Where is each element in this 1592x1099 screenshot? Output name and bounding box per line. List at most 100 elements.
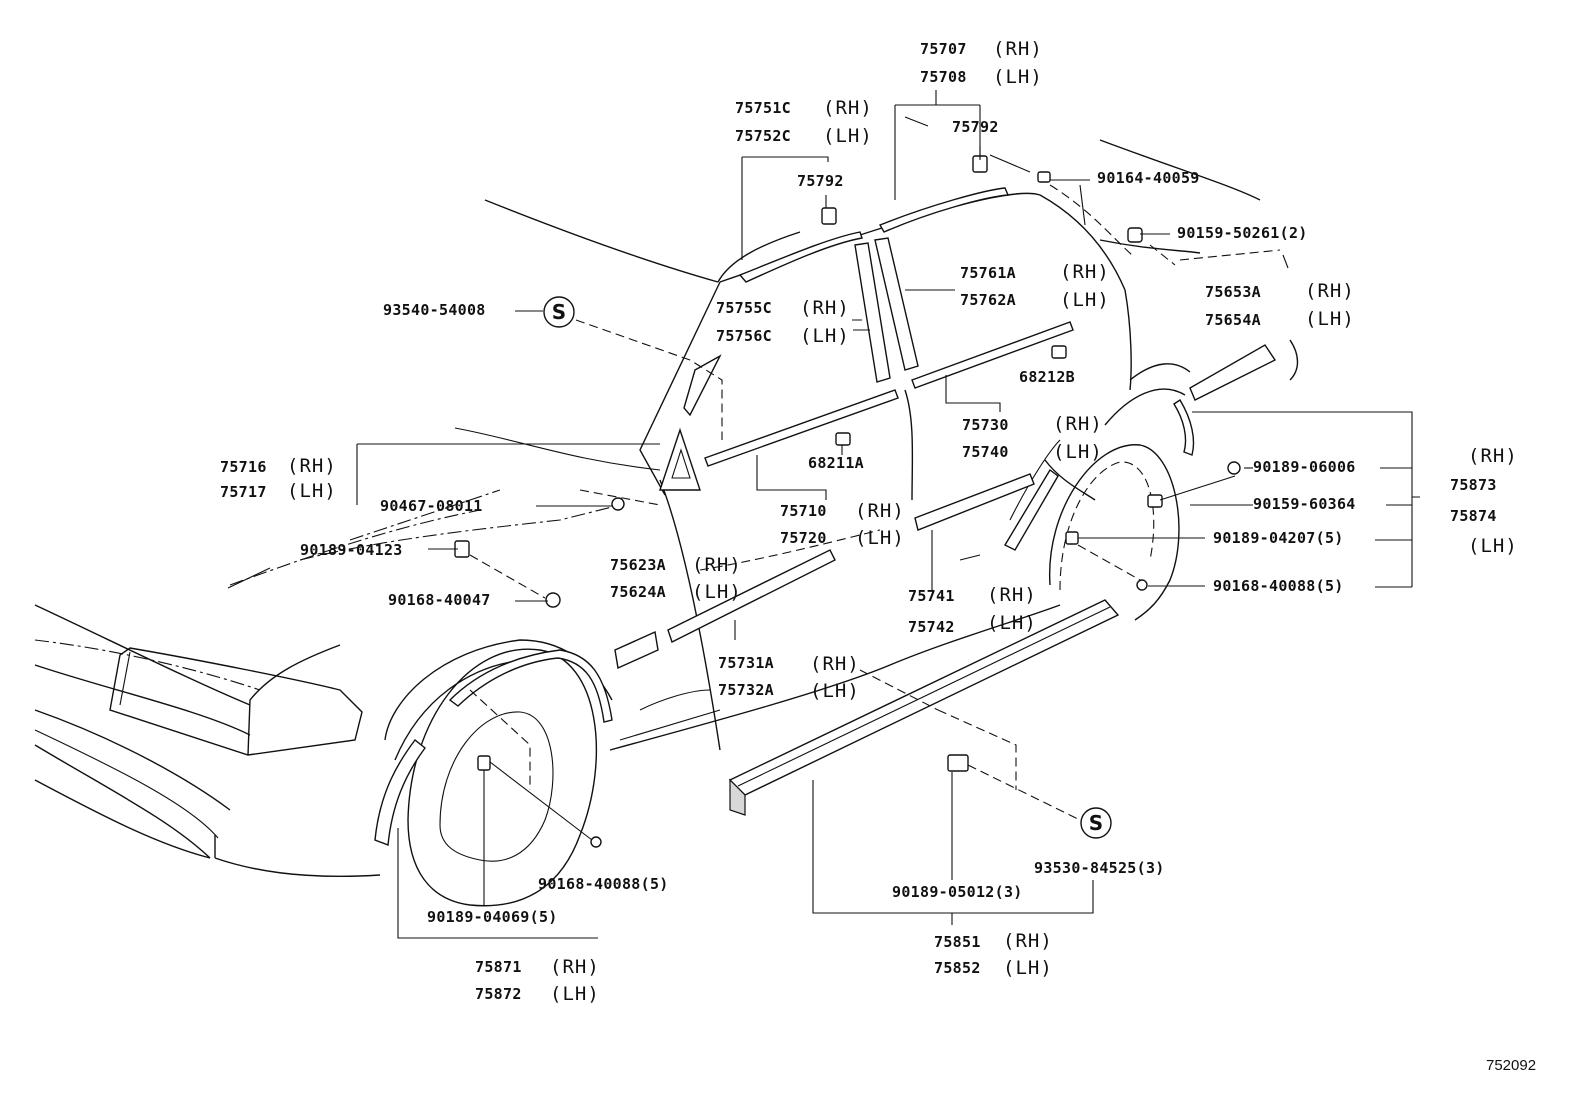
svg-text:75872: 75872	[475, 985, 522, 1003]
svg-text:(LH): (LH)	[1053, 441, 1103, 463]
clip-icon	[1051, 345, 1067, 359]
figure-number: 752092	[1486, 1057, 1536, 1074]
callout-90168-40047: 90168-40047	[388, 591, 491, 609]
roof-molding-rear	[878, 187, 1010, 233]
callout-75871: 75871 (RH) 75872 (LH)	[475, 956, 600, 1005]
callout-90164-40059: 90164-40059	[1097, 169, 1200, 187]
s-symbol-top: S	[543, 296, 575, 328]
nut-icon	[1227, 461, 1241, 475]
svg-text:(RH): (RH)	[1003, 930, 1053, 952]
svg-text:(LH): (LH)	[1003, 957, 1053, 979]
quarter-panel-molding	[1189, 344, 1277, 401]
bolt-icon	[611, 497, 625, 511]
callout-75716: 75716 (RH) 75717 (LH)	[220, 455, 337, 502]
svg-text:(LH): (LH)	[987, 612, 1037, 634]
callout-75851: 75851 (RH) 75852 (LH)	[934, 930, 1053, 979]
callout-93530-84525: 93530-84525(3)	[1034, 859, 1165, 877]
svg-text:75710: 75710	[780, 502, 827, 520]
svg-text:75851: 75851	[934, 933, 981, 951]
callout-68211a: 68211A	[808, 454, 864, 472]
svg-text:75653A: 75653A	[1205, 283, 1261, 301]
svg-text:75623A: 75623A	[610, 556, 666, 574]
callout-68212b: 68212B	[1019, 368, 1075, 386]
svg-text:(RH): (RH)	[1060, 261, 1110, 283]
callout-90189-04123: 90189-04123	[300, 541, 403, 559]
svg-text:(RH): (RH)	[550, 956, 600, 978]
svg-text:75761A: 75761A	[960, 264, 1016, 282]
svg-text:75708: 75708	[920, 68, 967, 86]
svg-text:(LH): (LH)	[800, 325, 850, 347]
callout-75761a: 75761A (RH) 75762A (LH)	[960, 261, 1110, 311]
svg-text:75731A: 75731A	[718, 654, 774, 672]
svg-text:75720: 75720	[780, 529, 827, 547]
callout-75873: (RH) 75873 75874 (LH)	[1450, 445, 1518, 557]
svg-text:75741: 75741	[908, 587, 955, 605]
clip-icon	[947, 754, 969, 772]
callout-75707: 75707 (RH) 75708 (LH)	[920, 38, 1042, 88]
svg-text:(RH): (RH)	[287, 455, 337, 477]
callout-75623a: 75623A (RH) 75624A (LH)	[610, 554, 742, 603]
callout-75731a: 75731A (RH) 75732A (LH)	[718, 653, 860, 702]
svg-text:S: S	[552, 300, 566, 324]
clip-icon	[1127, 227, 1143, 243]
callout-90467-08011: 90467-08011	[380, 497, 483, 515]
svg-text:75874: 75874	[1450, 507, 1497, 525]
svg-text:(LH): (LH)	[1060, 289, 1110, 311]
svg-text:(LH): (LH)	[855, 527, 905, 549]
callout-75730: 75730 (RH) 75740 (LH)	[962, 413, 1103, 463]
svg-text:(RH): (RH)	[1468, 445, 1518, 467]
callout-75755c: 75755C (RH) 75756C (LH)	[716, 297, 850, 347]
svg-text:(RH): (RH)	[987, 584, 1037, 606]
svg-text:(RH): (RH)	[1053, 413, 1103, 435]
front-door-belt-molding	[704, 389, 899, 467]
svg-text:(RH): (RH)	[823, 97, 873, 119]
svg-text:75732A: 75732A	[718, 681, 774, 699]
quarter-window-garnish	[659, 427, 701, 491]
svg-text:75730: 75730	[962, 416, 1009, 434]
svg-text:(LH): (LH)	[550, 983, 600, 1005]
svg-text:75742: 75742	[908, 618, 955, 636]
rear-door-side-molding	[914, 473, 1035, 531]
car-body-outline	[34, 139, 1299, 907]
callout-75792-front: 75792	[797, 172, 844, 190]
svg-text:75871: 75871	[475, 958, 522, 976]
svg-text:75751C: 75751C	[735, 99, 791, 117]
svg-text:75654A: 75654A	[1205, 311, 1261, 329]
svg-text:S: S	[1089, 811, 1103, 835]
svg-text:(RH): (RH)	[810, 653, 860, 675]
callout-75710: 75710 (RH) 75720 (LH)	[780, 500, 905, 549]
svg-text:75762A: 75762A	[960, 291, 1016, 309]
callout-93540-54008: 93540-54008	[383, 301, 486, 319]
svg-text:75873: 75873	[1450, 476, 1497, 494]
callout-90189-04069: 90189-04069(5)	[427, 908, 558, 926]
callout-75741: 75741 (RH) 75742 (LH)	[908, 584, 1037, 636]
center-pillar-garnish-b	[874, 237, 919, 371]
front-fender-molding	[614, 630, 659, 670]
callout-90168-40088-rear: 90168-40088(5)	[1213, 577, 1344, 595]
clip-icon	[1037, 171, 1051, 183]
svg-text:(RH): (RH)	[855, 500, 905, 522]
front-arch-molding-upper	[448, 649, 613, 723]
screw-icon	[590, 836, 602, 848]
clip-icon	[821, 207, 837, 225]
front-pillar-garnish	[683, 354, 722, 417]
bolt-icon	[545, 592, 561, 608]
callout-90159-60364: 90159-60364	[1253, 495, 1356, 513]
callout-75653a: 75653A (RH) 75654A (LH)	[1205, 280, 1354, 330]
clip-icon	[477, 755, 491, 771]
svg-text:75852: 75852	[934, 959, 981, 977]
svg-text:(LH): (LH)	[1468, 535, 1518, 557]
part-labels: 75707 (RH) 75708 (LH) 75751C (RH) 75752C…	[220, 38, 1518, 1005]
door-edge-guard	[1004, 468, 1059, 551]
leader-lines	[356, 90, 1420, 939]
svg-text:(RH): (RH)	[692, 554, 742, 576]
screw-icon	[1136, 579, 1148, 591]
callout-90189-04207: 90189-04207(5)	[1213, 529, 1344, 547]
center-pillar-garnish-a	[854, 242, 891, 383]
svg-text:75716: 75716	[220, 458, 267, 476]
svg-text:(LH): (LH)	[692, 581, 742, 603]
svg-text:(LH): (LH)	[810, 680, 860, 702]
rear-arch-molding	[1173, 399, 1195, 456]
svg-text:75752C: 75752C	[735, 127, 791, 145]
